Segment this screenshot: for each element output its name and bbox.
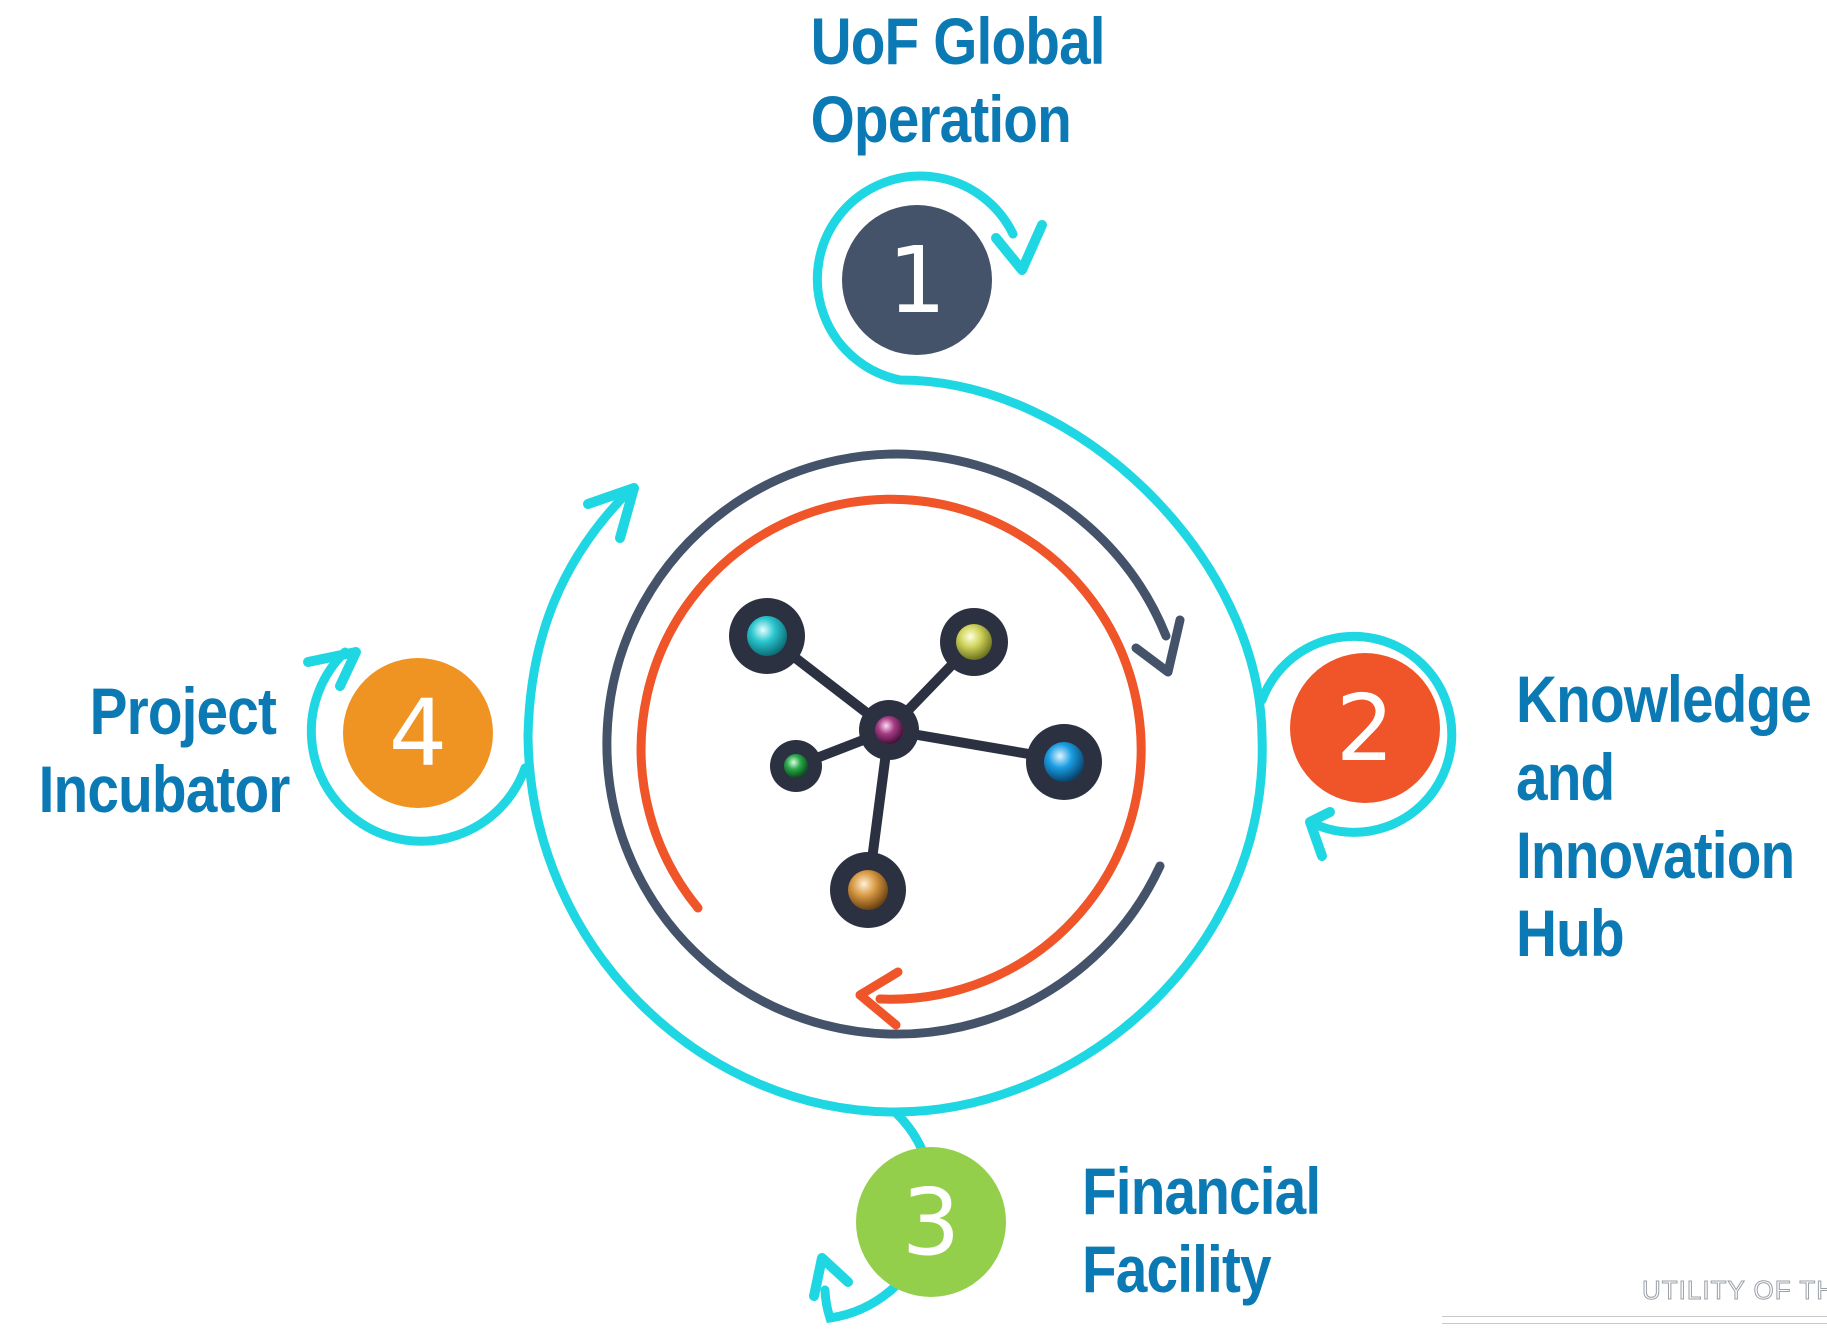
molecule-node-yellow	[940, 608, 1008, 676]
stage-label-4-line-1: Project	[89, 674, 277, 748]
inner-rings	[602, 449, 1185, 1039]
stage-label-3-line-1: Financial	[1082, 1154, 1321, 1228]
ring-dark	[602, 449, 1171, 1039]
molecule-node-cyan	[729, 598, 805, 674]
arrowhead-node-3	[809, 1253, 853, 1301]
loop-around-4	[306, 647, 530, 846]
stage-label-2: Knowledge and Innovation Hub	[1516, 660, 1812, 972]
stage-label-2-line-4: Hub	[1516, 896, 1625, 970]
ring-orange-arrowhead	[855, 967, 903, 1030]
stage-number-2: 2	[1336, 675, 1395, 782]
loop-around-2	[1257, 631, 1457, 837]
stage-label-2-line-3: Innovation	[1516, 818, 1795, 892]
cycle-arc-4-to-1	[523, 485, 635, 741]
stage-label-4-line-2: Incubator	[38, 752, 291, 826]
network-molecule-icon	[729, 598, 1102, 928]
stage-label-1-line-1: UoF Global	[810, 4, 1106, 78]
stage-label-3-line-2: Facility	[1082, 1232, 1272, 1306]
stage-label-3: Financial Facility	[1082, 1152, 1321, 1308]
footer-divider	[1442, 1316, 1827, 1324]
cycle-arc-3-to-4	[523, 731, 900, 1117]
arrowhead-node-1	[991, 220, 1047, 275]
molecule-node-magenta-hub	[859, 700, 919, 760]
stage-label-2-line-1: Knowledge	[1516, 662, 1812, 736]
stage-number-1: 1	[888, 227, 947, 334]
cycle-arc-1-to-2	[812, 171, 1267, 741]
stage-number-4: 4	[389, 680, 448, 787]
stage-label-2-line-2: and	[1516, 740, 1615, 814]
molecule-node-orange	[830, 852, 906, 928]
stage-label-1: UoF Global Operation	[810, 2, 1106, 158]
arrowhead-outer-cycle	[583, 483, 639, 543]
arrowhead-node-2	[1305, 807, 1335, 861]
ring-dark-arrowhead	[1131, 615, 1185, 677]
stage-number-3: 3	[902, 1169, 961, 1276]
stage-label-4: Project Incubator	[38, 672, 291, 828]
cycle-arc-2-to-3	[890, 731, 1267, 1117]
molecule-node-green	[770, 740, 822, 792]
footer-title: UTILITY OF TH	[1641, 1275, 1827, 1306]
stage-node-3: 3	[856, 1147, 1006, 1297]
arrowhead-node-4	[303, 647, 361, 691]
stage-node-2: 2	[1290, 653, 1440, 803]
molecule-node-blue	[1026, 724, 1102, 800]
ring-orange	[636, 494, 1146, 1004]
cycle-arrowheads	[303, 220, 1335, 1301]
stage-node-4: 4	[343, 658, 493, 808]
stage-label-1-line-2: Operation	[810, 82, 1072, 156]
stage-node-1: 1	[842, 205, 992, 355]
